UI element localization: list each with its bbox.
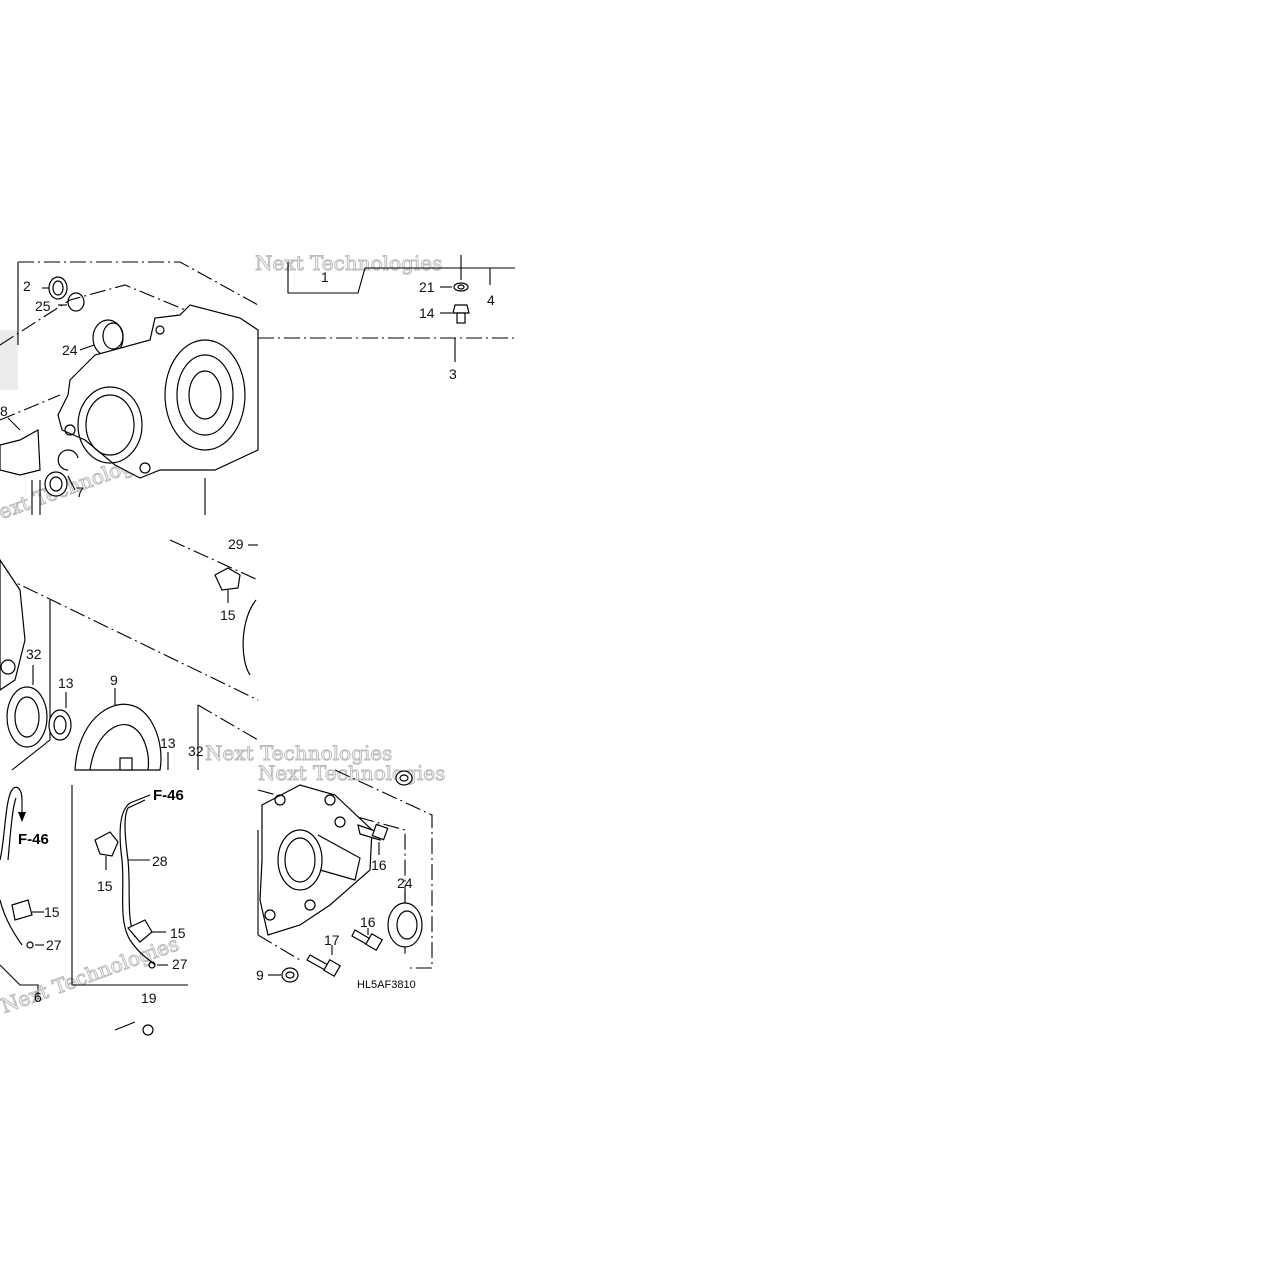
part-15-clamp: [214, 567, 241, 603]
part-28-tube: [119, 794, 156, 966]
part-15-clamp: [127, 919, 166, 943]
part-24-seal: [387, 892, 423, 948]
callout-15: 15: [97, 878, 113, 894]
callout-9: 9: [256, 967, 264, 983]
callout-15: 15: [170, 925, 186, 941]
part-9-nut: [268, 967, 299, 983]
callout-28: 28: [152, 853, 168, 869]
panel-cover-assembly: Next Technologies: [256, 761, 446, 992]
callout-24: 24: [62, 342, 78, 358]
panel-gear-assembly: Next Technologies 29 15: [0, 536, 393, 771]
callout-29: 29: [228, 536, 244, 552]
callout-32: 32: [26, 646, 42, 662]
part-21-washer: [440, 282, 469, 292]
part-14-bolt: [440, 304, 470, 324]
callout-8: 8: [0, 403, 8, 419]
panel-case-assembly: Next Technologies Next Technologies: [0, 251, 515, 530]
callout-7: 7: [76, 484, 84, 500]
part-15-clamp: [94, 831, 119, 870]
callout-1: 1: [321, 269, 329, 285]
callout-21: 21: [419, 279, 435, 295]
callout-25: 25: [35, 298, 51, 314]
diagram-code: HL5AF3810: [357, 979, 416, 991]
watermark-text: Next Technologies: [205, 741, 392, 765]
callout-15: 15: [220, 607, 236, 623]
watermark-text: Next Technologies: [255, 251, 442, 275]
callout-3: 3: [449, 366, 457, 382]
callout-15: 15: [44, 904, 60, 920]
callout-2: 2: [23, 278, 31, 294]
callout-13: 13: [58, 675, 74, 691]
callout-27: 27: [172, 956, 188, 972]
watermark-text: Next Technologies: [258, 761, 445, 785]
part-7-clip: [44, 449, 79, 497]
part-15-clamp: [11, 899, 44, 921]
callout-32: 32: [188, 743, 204, 759]
ref-f46: F-46: [153, 787, 184, 804]
callout-16: 16: [371, 857, 387, 873]
panel-breather-tubes: F-46 Next Technologies F-46: [0, 785, 188, 1036]
shading: [0, 330, 18, 390]
part-tube-left: [0, 786, 26, 946]
part-9-ring-gear: [74, 688, 162, 771]
part-nut: [395, 770, 413, 786]
callout-24: 24: [397, 875, 413, 891]
part-32-bearing: [6, 665, 48, 748]
callout-27: 27: [46, 937, 62, 953]
part-25-ring: [58, 292, 85, 312]
part-cover: [259, 784, 373, 936]
part-case-housing: [57, 304, 259, 515]
callout-9: 9: [110, 672, 118, 688]
part-2-cap: [42, 276, 68, 300]
part-16-bolt: [357, 823, 389, 855]
part-8-pinion: [0, 417, 41, 476]
callout-4: 4: [487, 292, 495, 308]
part-17-bolt: [306, 945, 342, 978]
callout-17: 17: [324, 932, 340, 948]
callout-19: 19: [141, 990, 157, 1006]
callout-14: 14: [419, 305, 435, 321]
ref-f46: F-46: [18, 831, 49, 848]
part-13-seal: [48, 692, 72, 741]
callout-6: 6: [34, 989, 42, 1005]
callout-13: 13: [160, 735, 176, 751]
part-16-bolt: [351, 928, 384, 952]
callout-16: 16: [360, 914, 376, 930]
